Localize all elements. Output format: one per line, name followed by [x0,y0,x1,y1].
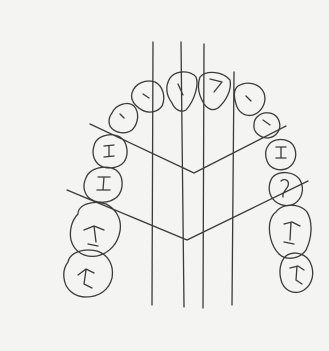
dental-arch-drawing [0,0,329,351]
paper-background [0,0,329,351]
drawing-sheet [0,0,329,351]
